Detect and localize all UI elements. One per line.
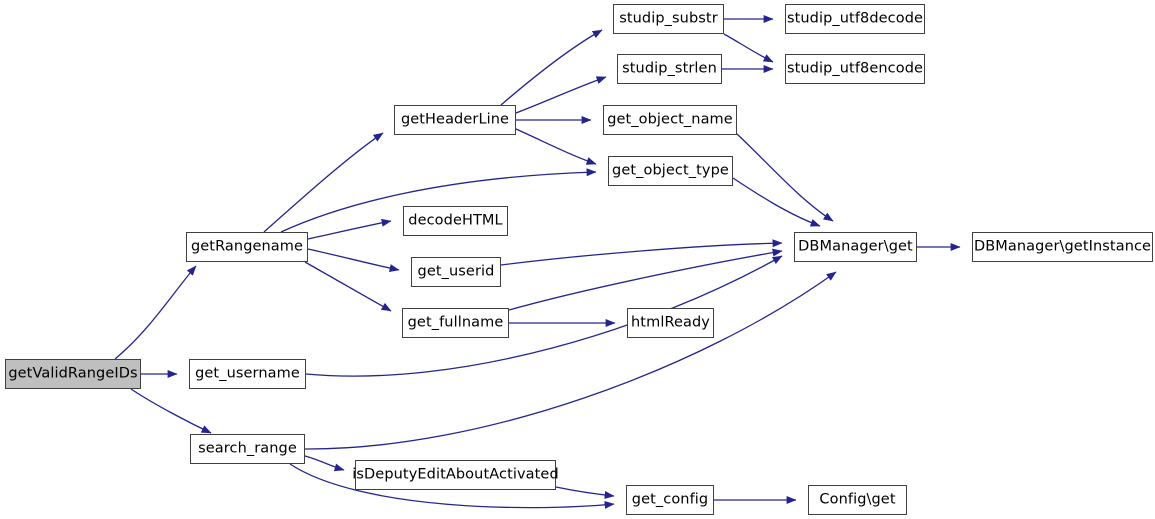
graph-node-label: get_object_name [607, 111, 733, 128]
graph-node-label: getHeaderLine [400, 111, 510, 128]
graph-node[interactable]: getValidRangeIDs [5, 359, 141, 389]
graph-node[interactable]: get_userid [411, 257, 501, 287]
graph-node[interactable]: search_range [190, 434, 305, 464]
graph-edge [723, 33, 774, 63]
graph-node-label: search_range [198, 440, 297, 457]
graph-node-label: studip_strlen [622, 60, 717, 77]
graph-edge [515, 128, 597, 165]
graph-node[interactable]: studip_strlen [617, 54, 722, 84]
graph-node[interactable]: Config\get [808, 485, 907, 515]
graph-edge [508, 248, 783, 311]
graph-edge [500, 29, 603, 106]
graph-edge [263, 132, 384, 233]
graph-node-label: htmlReady [631, 314, 710, 331]
graph-node-label: get_config [631, 491, 709, 508]
graph-node[interactable]: studip_utf8encode [785, 54, 925, 84]
graph-node-label: studip_utf8encode [786, 60, 924, 77]
graph-node[interactable]: get_object_name [603, 105, 737, 135]
graph-edge [304, 455, 345, 472]
graph-edge [114, 265, 197, 360]
graph-edge [515, 76, 607, 114]
graph-node[interactable]: get_object_type [608, 156, 733, 186]
graph-node-label: get_fullname [407, 314, 504, 331]
graph-node-label: get_object_type [612, 162, 729, 179]
graph-edge [304, 271, 837, 450]
graph-node-label: DBManager\getInstance [973, 238, 1152, 255]
graph-edge [307, 248, 400, 273]
graph-node[interactable]: decodeHTML [403, 206, 508, 236]
graph-edge [500, 239, 783, 266]
graph-node[interactable]: studip_substr [613, 4, 724, 34]
graph-node-label: studip_utf8decode [786, 10, 924, 27]
graph-node-label: get_username [195, 365, 300, 382]
graph-edge [555, 486, 615, 499]
graph-edge [130, 388, 212, 434]
graph-node-label: studip_substr [619, 10, 718, 27]
graph-edge [304, 261, 392, 312]
graph-node-label: get_userid [417, 263, 495, 280]
graph-node-label: getRangename [190, 238, 304, 255]
graph-edge [736, 133, 834, 222]
graph-node[interactable]: get_fullname [402, 308, 509, 338]
graph-node-label: Config\get [819, 491, 896, 508]
graph-node[interactable]: htmlReady [627, 308, 714, 338]
graph-node[interactable]: studip_utf8decode [785, 4, 925, 34]
graph-node[interactable]: DBManager\getInstance [972, 232, 1153, 262]
graph-node[interactable]: get_username [189, 359, 306, 389]
graph-edge [307, 218, 392, 240]
graph-node[interactable]: getHeaderLine [394, 105, 516, 135]
graph-node[interactable]: get_config [626, 485, 714, 515]
graph-node-label: getValidRangeIDs [8, 365, 138, 382]
graph-node-label: decodeHTML [408, 212, 503, 229]
graph-node[interactable]: DBManager\get [794, 232, 917, 262]
graph-edge [732, 177, 821, 227]
graph-node[interactable]: isDeputyEditAboutActivated [352, 460, 559, 490]
graph-node[interactable]: getRangename [186, 232, 308, 262]
graph-node-label: isDeputyEditAboutActivated [352, 466, 559, 483]
graph-node-label: DBManager\get [798, 238, 913, 255]
